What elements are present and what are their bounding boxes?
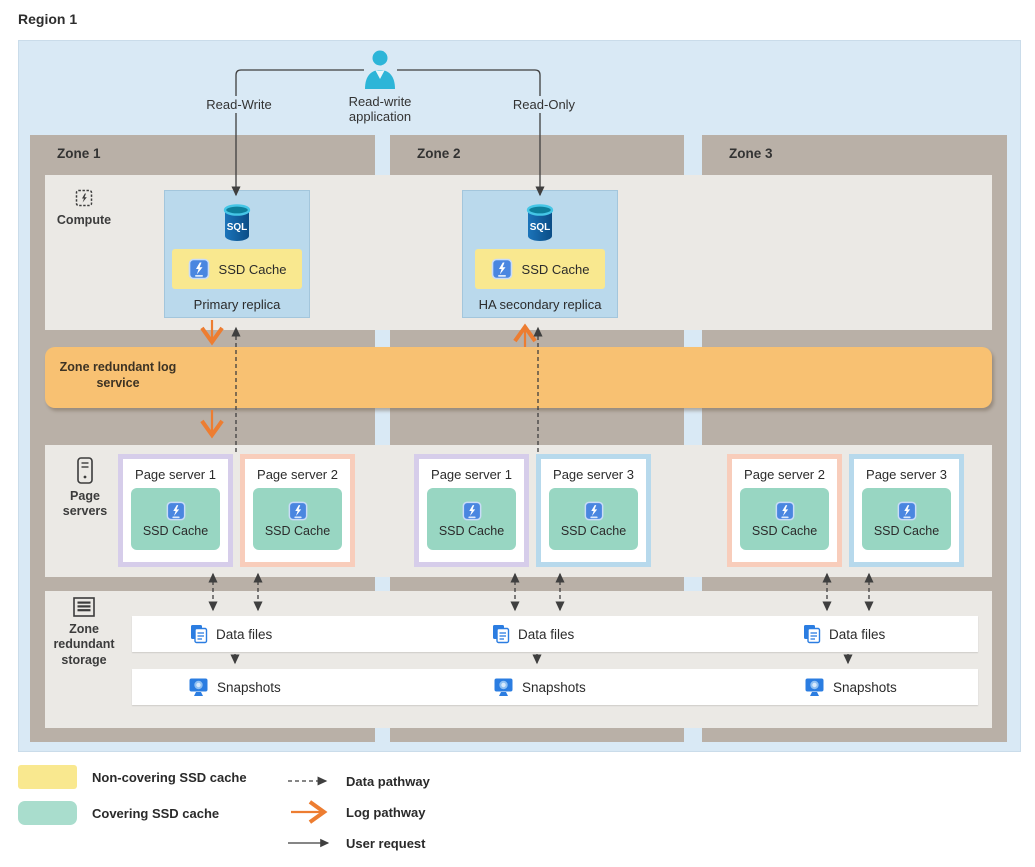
svg-text:SQL: SQL — [530, 222, 551, 233]
ssd-icon — [897, 501, 916, 520]
page-server-box: Page server 1 SSD Cache — [414, 454, 529, 567]
legend-covering-label: Covering SSD cache — [92, 806, 220, 821]
region-title: Region 1 — [18, 11, 78, 27]
data-files-label: Data files — [216, 626, 273, 642]
snapshots-label: Snapshots — [217, 679, 281, 695]
page-server-title: Page server 1 — [431, 467, 512, 482]
storage-side-label: Zone redundant storage — [44, 597, 124, 669]
zone-3-label: Zone 3 — [729, 146, 773, 161]
ssd-cache-label: SSD Cache — [264, 523, 331, 538]
ssd-icon — [166, 501, 185, 520]
page-server-title: Page server 3 — [553, 467, 634, 482]
storage-band — [45, 591, 992, 728]
zone-1-label: Zone 1 — [57, 146, 101, 161]
snapshots-item: Snapshots — [493, 669, 586, 705]
data-files-label: Data files — [518, 626, 575, 642]
compute-chip-icon — [75, 189, 93, 207]
snapshots-icon — [494, 678, 513, 696]
data-files-item: Data files — [492, 616, 574, 652]
log-service-band — [45, 347, 992, 408]
sql-database-icon: SQL — [526, 204, 554, 241]
application-label: Read-write application — [348, 94, 412, 125]
page-server-box: Page server 1 SSD Cache — [118, 454, 233, 567]
covering-ssd-cache: SSD Cache — [549, 488, 638, 550]
page-server-box: Page server 3 SSD Cache — [536, 454, 651, 567]
data-files-item: Data files — [803, 616, 885, 652]
noncovering-ssd-cache: SSD Cache — [172, 249, 302, 289]
ssd-cache-label: SSD Cache — [218, 261, 287, 277]
ssd-cache-label: SSD Cache — [438, 523, 505, 538]
legend-log-pathway-label: Log pathway — [346, 805, 426, 820]
page-server-title: Page server 2 — [744, 467, 825, 482]
ha-secondary-replica-title: HA secondary replica — [478, 297, 602, 312]
snapshots-item: Snapshots — [804, 669, 897, 705]
ssd-icon — [188, 258, 209, 280]
svg-text:SQL: SQL — [227, 222, 248, 233]
person-icon — [365, 50, 395, 89]
ssd-icon — [775, 501, 794, 520]
data-files-icon — [191, 625, 208, 644]
page-server-box: Page server 2 SSD Cache — [240, 454, 355, 567]
sql-database-icon: SQL — [223, 204, 251, 241]
ssd-icon — [491, 258, 512, 280]
page-server-title: Page server 3 — [866, 467, 947, 482]
storage-icon — [73, 597, 95, 617]
snapshots-icon — [189, 678, 208, 696]
legend-user-request-label: User request — [346, 836, 426, 851]
data-files-label: Data files — [829, 626, 886, 642]
covering-ssd-cache: SSD Cache — [427, 488, 516, 550]
covering-ssd-cache: SSD Cache — [131, 488, 220, 550]
compute-label: Compute — [56, 212, 112, 227]
page-server-box: Page server 3 SSD Cache — [849, 454, 964, 567]
primary-replica-box: SQL SSD Cache Primary replica — [164, 190, 310, 318]
ssd-icon — [288, 501, 307, 520]
data-files-icon — [804, 625, 821, 644]
ha-secondary-replica-box: SQL SSD Cache HA secondary replica — [462, 190, 618, 318]
data-files-row: Data files Data files Data files — [132, 616, 978, 652]
read-write-label: Read-Write — [190, 96, 288, 113]
storage-label: Zone redundant storage — [53, 621, 115, 667]
page-servers-side-label: Page servers — [48, 457, 122, 520]
snapshots-item: Snapshots — [188, 669, 281, 705]
page-server-title: Page server 2 — [257, 467, 338, 482]
legend-noncovering-swatch — [18, 765, 77, 789]
ssd-cache-label: SSD Cache — [560, 523, 627, 538]
noncovering-ssd-cache: SSD Cache — [475, 249, 605, 289]
ssd-icon — [462, 501, 481, 520]
snapshots-icon — [805, 678, 824, 696]
page-server-title: Page server 1 — [135, 467, 216, 482]
legend-noncovering-label: Non-covering SSD cache — [92, 770, 247, 785]
snapshots-row: Snapshots Snapshots Snapshots — [132, 669, 978, 705]
ssd-cache-label: SSD Cache — [521, 261, 590, 277]
data-files-icon — [493, 625, 510, 644]
ssd-cache-label: SSD Cache — [142, 523, 209, 538]
ssd-cache-label: SSD Cache — [873, 523, 940, 538]
log-service-label: Zone redundant log service — [59, 360, 177, 391]
covering-ssd-cache: SSD Cache — [253, 488, 342, 550]
covering-ssd-cache: SSD Cache — [862, 488, 951, 550]
page-server-box: Page server 2 SSD Cache — [727, 454, 842, 567]
ssd-cache-label: SSD Cache — [751, 523, 818, 538]
primary-replica-title: Primary replica — [193, 297, 281, 312]
ssd-icon — [584, 501, 603, 520]
data-files-item: Data files — [190, 616, 272, 652]
application-figure — [360, 48, 400, 95]
covering-ssd-cache: SSD Cache — [740, 488, 829, 550]
server-icon — [77, 457, 93, 484]
zone-2-label: Zone 2 — [417, 146, 461, 161]
read-only-label: Read-Only — [495, 96, 593, 113]
page-servers-label: Page servers — [62, 488, 108, 519]
compute-side-label: Compute — [50, 188, 118, 228]
snapshots-label: Snapshots — [833, 679, 897, 695]
legend-covering-swatch — [18, 801, 77, 825]
snapshots-label: Snapshots — [522, 679, 586, 695]
legend-data-pathway-label: Data pathway — [346, 774, 430, 789]
